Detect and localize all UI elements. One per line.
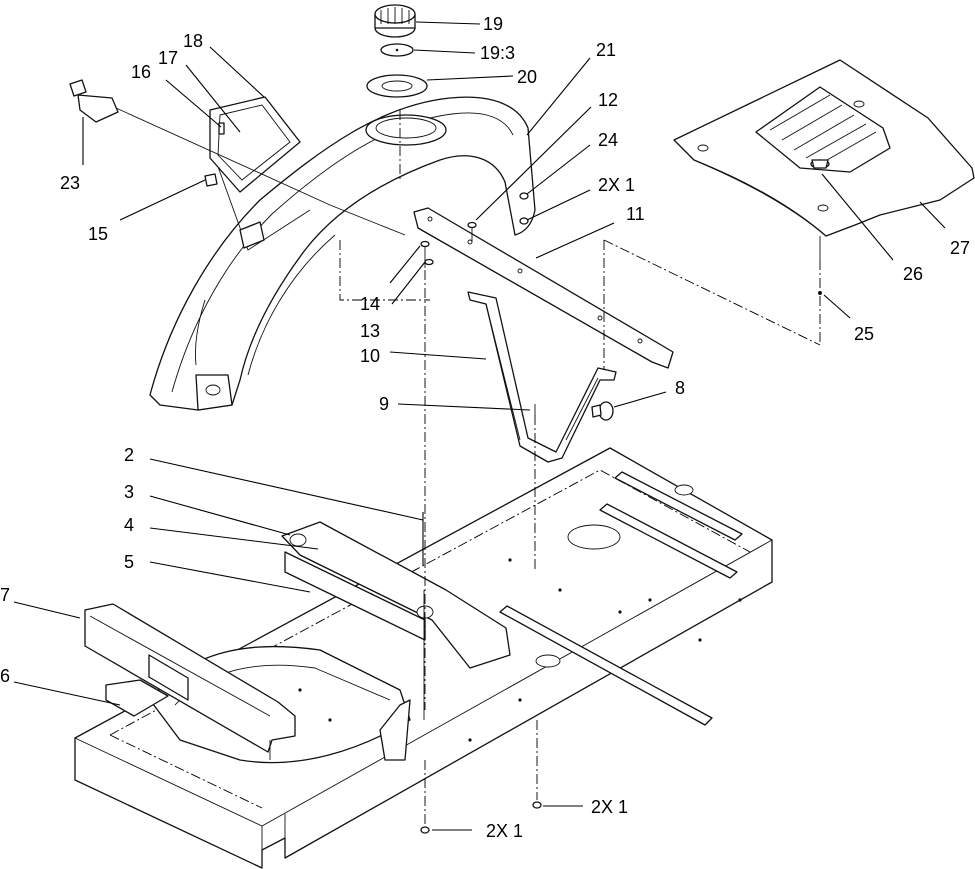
ring-20: [366, 74, 428, 98]
bracket-bar-11: [413, 207, 674, 369]
callout-26: 26: [903, 264, 923, 284]
hood-27: [673, 59, 975, 260]
bracket-legs-10: [467, 291, 617, 463]
callout-13: 13: [360, 321, 380, 341]
callout-2: 2: [124, 445, 134, 465]
front-panel-7: [84, 603, 296, 760]
callout-19: 19: [483, 14, 503, 34]
callout-6: 6: [0, 666, 10, 686]
callout-15: 15: [88, 224, 108, 244]
assembly-lines: [339, 110, 821, 825]
fuel-cap-19: [374, 4, 416, 38]
harness-23: [69, 79, 406, 236]
callout-23: 23: [60, 173, 80, 193]
callout-7: 7: [0, 585, 10, 605]
seat-support-3-4-5: [281, 521, 511, 761]
callout-9: 9: [379, 394, 389, 414]
callout-2x1-top: 2X 1: [598, 175, 635, 195]
callout-16: 16: [131, 62, 151, 82]
clip-15: [204, 173, 218, 187]
fender-body: [149, 96, 536, 411]
callout-5: 5: [124, 552, 134, 572]
callout-11: 11: [626, 204, 645, 224]
bottom-nuts: [420, 801, 542, 834]
plate-6: [105, 679, 169, 717]
callout-17: 17: [158, 48, 178, 68]
callout-19-3: 19:3: [480, 43, 515, 63]
callout-21: 21: [596, 40, 616, 60]
leader-lines: [13, 21, 946, 831]
callout-4: 4: [124, 515, 134, 535]
bolts-12-13-14-24: [420, 192, 536, 416]
callout-18: 18: [183, 31, 203, 51]
gasket-19-3: [380, 43, 414, 57]
callout-24: 24: [598, 130, 618, 150]
callout-2x1-bottom: 2X 1: [486, 821, 523, 841]
callout-25: 25: [854, 324, 874, 344]
callout-3: 3: [124, 482, 134, 502]
callout-10: 10: [360, 346, 380, 366]
callout-14: 14: [360, 294, 380, 314]
callout-12: 12: [598, 90, 618, 110]
callout-8: 8: [675, 378, 685, 398]
callout-2x1-right: 2X 1: [591, 797, 628, 817]
panel-17: [209, 96, 301, 193]
callout-20: 20: [517, 67, 537, 87]
callout-27: 27: [950, 238, 970, 258]
screw-16: [218, 122, 225, 135]
callout-labels: 19 19:3 20 21 12 24 2X 1 11 18 17 16 23 …: [0, 14, 970, 841]
knob-8: [591, 401, 614, 421]
knob-26: [810, 159, 830, 169]
